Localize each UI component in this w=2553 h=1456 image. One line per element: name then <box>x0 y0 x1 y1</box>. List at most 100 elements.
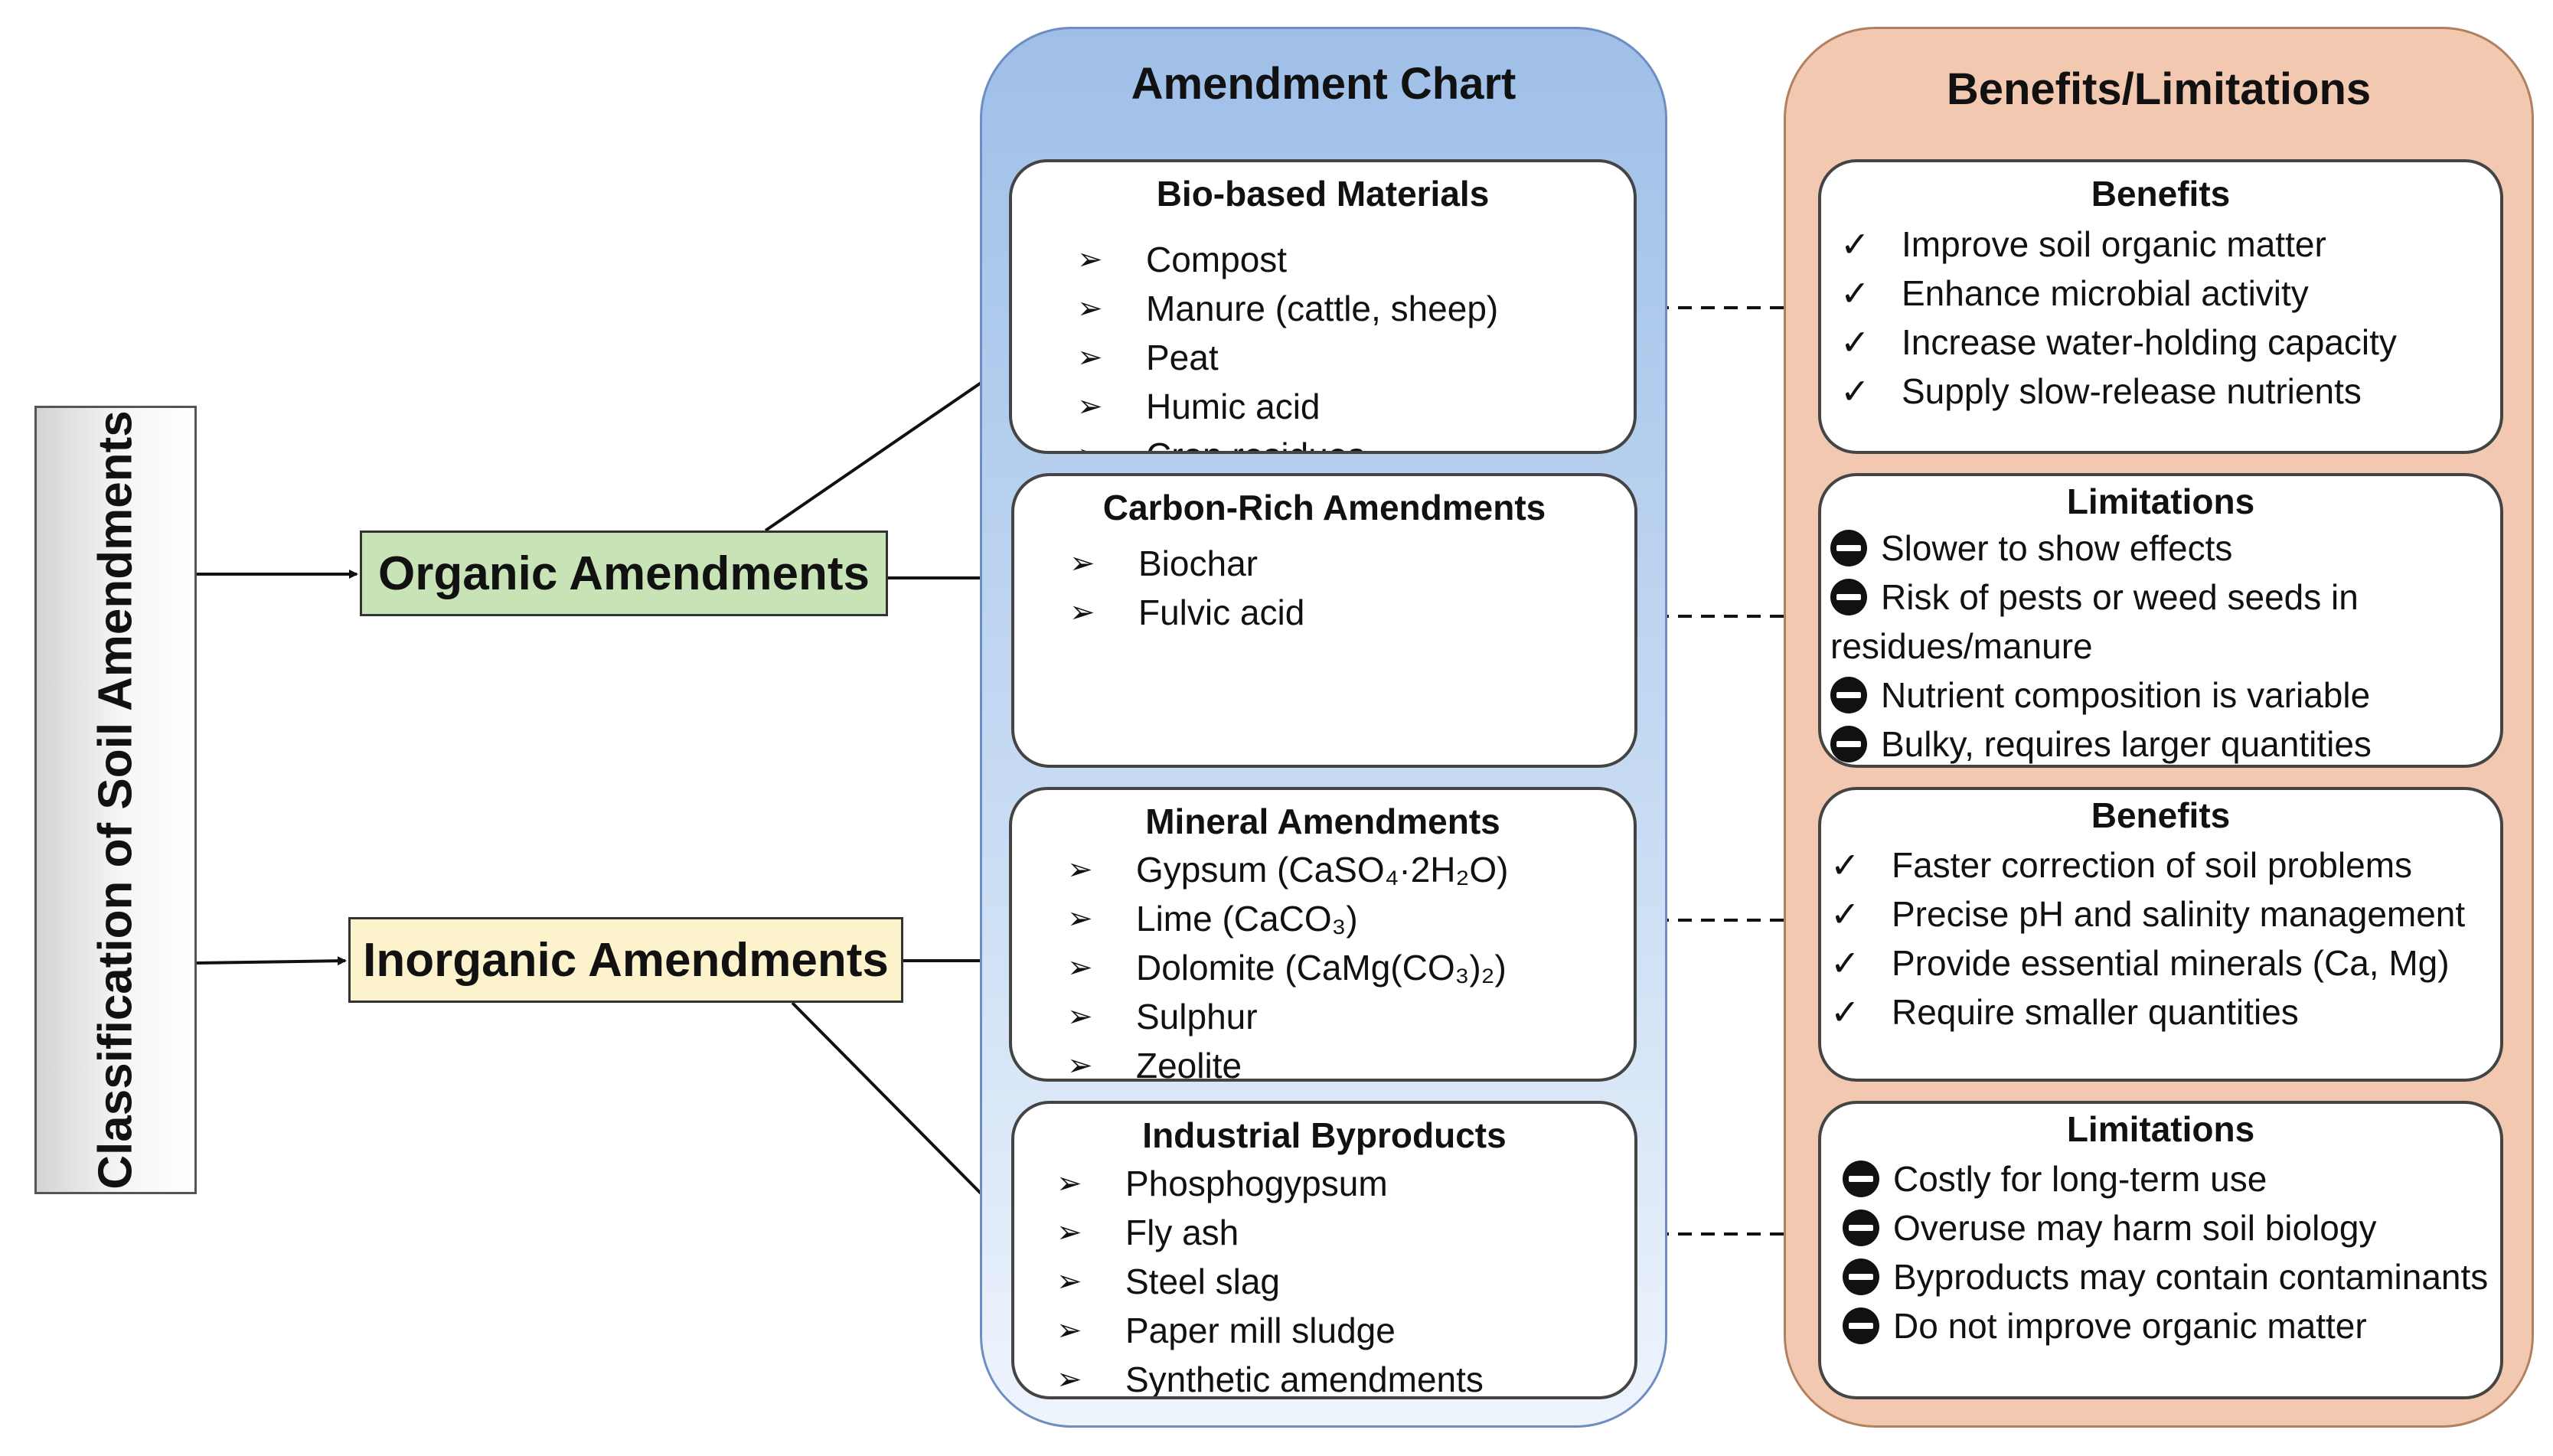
card-title: Limitations <box>2066 482 2255 521</box>
list-item: ✓Supply slow-release nutrients <box>1840 367 2397 416</box>
item-list: ✓Faster correction of soil problems ✓Pre… <box>1830 841 2465 1037</box>
arrowhead-bullet-icon: ➢ <box>1069 547 1095 580</box>
arrowhead-bullet-icon: ➢ <box>1067 951 1093 984</box>
list-item: ✓Increase water-holding capacity <box>1840 318 2397 367</box>
list-item: ➢Zeolite <box>1067 1041 1508 1082</box>
inorganic-amendments-box: Inorganic Amendments <box>348 917 903 1003</box>
item-list: ➢Phosphogypsum ➢Fly ash ➢Steel slag ➢Pap… <box>1056 1159 1484 1396</box>
list-item: ✓Improve soil organic matter <box>1840 220 2397 269</box>
list-item: ✓Provide essential minerals (Ca, Mg) <box>1830 939 2465 988</box>
inorganic-benefits-card: Benefits ✓Faster correction of soil prob… <box>1818 787 2503 1082</box>
check-mark-icon: ✓ <box>1840 224 1870 264</box>
list-item: ➢Compost <box>1077 235 1498 284</box>
organic-amendments-box: Organic Amendments <box>360 530 888 616</box>
list-item: ➢Fly ash <box>1056 1208 1484 1257</box>
list-item: ✓Precise pH and salinity management <box>1830 890 2465 939</box>
check-mark-icon: ✓ <box>1840 322 1870 362</box>
arrowhead-bullet-icon: ➢ <box>1077 292 1103 325</box>
arrowhead-bullet-icon: ➢ <box>1069 596 1095 629</box>
check-mark-icon: ✓ <box>1830 943 1860 983</box>
carbon-rich-amendments-card: Carbon-Rich Amendments ➢Biochar ➢Fulvic … <box>1011 473 1637 768</box>
list-item: ➢Gypsum (CaSO₄·2H₂O) <box>1067 845 1508 894</box>
minus-circle-icon <box>1843 1307 1879 1344</box>
arrow-classification-to-inorganic <box>196 956 347 966</box>
arrowhead-bullet-icon: ➢ <box>1056 1167 1082 1200</box>
list-item: ➢Manure (cattle, sheep) <box>1077 284 1498 333</box>
list-item: Costly for long-term use <box>1843 1154 2493 1203</box>
card-title: Limitations <box>2066 1109 2255 1149</box>
item-list: ➢Gypsum (CaSO₄·2H₂O) ➢Lime (CaCO₃) ➢Dolo… <box>1067 845 1508 1082</box>
inorganic-limitations-card: Limitations Costly for long-term use Ove… <box>1818 1101 2503 1399</box>
mineral-amendments-card: Mineral Amendments ➢Gypsum (CaSO₄·2H₂O) … <box>1009 787 1637 1082</box>
list-item: ➢Humic acid <box>1077 382 1498 431</box>
item-list: Costly for long-term use Overuse may har… <box>1843 1154 2493 1350</box>
classification-label: Classification of Soil Amendments <box>89 410 142 1190</box>
arrowhead-bullet-icon: ➢ <box>1077 341 1103 374</box>
minus-circle-icon <box>1843 1161 1879 1197</box>
check-mark-icon: ✓ <box>1830 894 1860 934</box>
amendment-chart-title: Amendment Chart <box>1131 59 1516 109</box>
list-item: ✓Enhance microbial activity <box>1840 269 2397 318</box>
item-list: ➢Compost ➢Manure (cattle, sheep) ➢Peat ➢… <box>1077 235 1498 451</box>
arrowhead-bullet-icon: ➢ <box>1067 853 1093 886</box>
list-item: ➢Lime (CaCO₃) <box>1067 894 1508 943</box>
card-title: Benefits <box>2091 795 2231 835</box>
card-title: Mineral Amendments <box>1145 801 1500 841</box>
check-mark-icon: ✓ <box>1830 992 1860 1032</box>
check-mark-icon: ✓ <box>1830 845 1860 885</box>
minus-circle-icon <box>1830 579 1867 615</box>
list-item: Risk of pests or weed seeds in residues/… <box>1830 577 2359 666</box>
arrowhead-bullet-icon: ➢ <box>1056 1216 1082 1249</box>
arrowhead-bullet-icon: ➢ <box>1067 902 1093 935</box>
list-item: ➢Paper mill sludge <box>1056 1306 1484 1355</box>
classification-box: Classification of Soil Amendments <box>34 406 197 1194</box>
card-title: Bio-based Materials <box>1156 174 1490 214</box>
benefits-limitations-title: Benefits/Limitations <box>1946 64 2372 114</box>
arrow-inorganic-to-industrial <box>791 1001 1006 1219</box>
item-list: Slower to show effects Risk of pests or … <box>1830 524 2496 765</box>
item-list: ➢Biochar ➢Fulvic acid <box>1069 539 1304 637</box>
arrowhead-bullet-icon: ➢ <box>1067 1000 1093 1033</box>
minus-circle-icon <box>1830 726 1867 762</box>
arrowhead-bullet-icon: ➢ <box>1067 1049 1093 1082</box>
arrowhead-bullet-icon: ➢ <box>1056 1314 1082 1347</box>
minus-circle-icon <box>1843 1258 1879 1295</box>
arrowhead-bullet-icon: ➢ <box>1056 1265 1082 1298</box>
minus-circle-icon <box>1830 677 1867 713</box>
arrowhead-bullet-icon: ➢ <box>1077 431 1108 451</box>
item-list: ✓Improve soil organic matter ✓Enhance mi… <box>1840 220 2397 416</box>
list-item: ➢Synthetic amendments <box>1056 1355 1484 1396</box>
list-item: ✓Faster correction of soil problems <box>1830 841 2465 890</box>
list-item: Slower to show effects <box>1830 524 2496 573</box>
card-title: Carbon-Rich Amendments <box>1102 488 1546 527</box>
card-title: Industrial Byproducts <box>1142 1115 1507 1155</box>
list-item: Byproducts may contain contaminants <box>1843 1252 2493 1301</box>
check-mark-icon: ✓ <box>1840 371 1870 411</box>
list-item: ➢Phosphogypsum <box>1056 1159 1484 1208</box>
list-item: ✓Require smaller quantities <box>1830 988 2465 1037</box>
arrow-organic-to-biobased <box>764 362 1010 532</box>
arrowhead-bullet-icon: ➢ <box>1056 1363 1082 1396</box>
card-title: Benefits <box>2091 174 2231 214</box>
list-item: ➢Sulphur <box>1067 992 1508 1041</box>
organic-limitations-card: Limitations Slower to show effects Risk … <box>1818 473 2503 768</box>
benefits-limitations-panel: Benefits/Limitations Benefits ✓Improve s… <box>1784 27 2534 1428</box>
amendment-chart-panel: Amendment Chart Bio-based Materials ➢Com… <box>980 27 1667 1428</box>
list-item: Nutrient composition is variable <box>1830 671 2496 720</box>
list-item: Bulky, requires larger quantities <box>1830 720 2496 765</box>
industrial-byproducts-card: Industrial Byproducts ➢Phosphogypsum ➢Fl… <box>1011 1101 1637 1399</box>
bio-based-materials-card: Bio-based Materials ➢Compost ➢Manure (ca… <box>1009 159 1637 454</box>
arrowhead-bullet-icon: ➢ <box>1077 243 1103 276</box>
list-item: Overuse may harm soil biology <box>1843 1203 2493 1252</box>
list-item: ➢Peat <box>1077 333 1498 382</box>
list-item: ➢Steel slag <box>1056 1257 1484 1306</box>
minus-circle-icon <box>1843 1210 1879 1246</box>
list-item: ➢Fulvic acid <box>1069 588 1304 637</box>
list-item: ➢Crop residues <box>1077 431 1498 451</box>
minus-circle-icon <box>1830 530 1867 566</box>
arrowhead-bullet-icon: ➢ <box>1077 390 1103 423</box>
check-mark-icon: ✓ <box>1840 273 1870 313</box>
list-item: Do not improve organic matter <box>1843 1301 2493 1350</box>
list-item: ➢Dolomite (CaMg(CO₃)₂) <box>1067 943 1508 992</box>
list-item: ➢Biochar <box>1069 539 1304 588</box>
